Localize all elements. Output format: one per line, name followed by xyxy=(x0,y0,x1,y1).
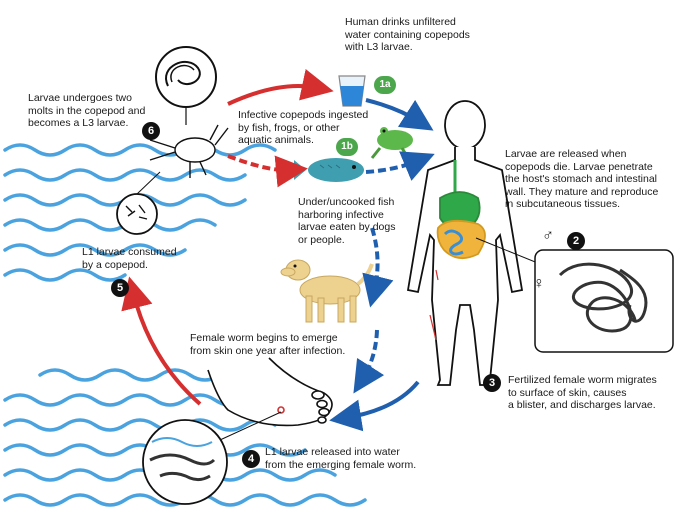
step-4-badge: 4 xyxy=(242,450,260,468)
frog-icon xyxy=(370,127,413,159)
dog-icon xyxy=(280,259,374,323)
foot-icon xyxy=(207,357,333,427)
step-6-badge: 6 xyxy=(142,122,160,140)
l1-larvae-magnifier-icon xyxy=(116,171,161,235)
step-1a-badge: 1a xyxy=(374,76,396,94)
l1-larvae-water-magnifier-icon xyxy=(142,411,282,505)
copepod-magnifier-icon xyxy=(155,46,217,125)
cycle-arrows xyxy=(121,69,435,432)
female-symbol: ♀ xyxy=(533,275,545,292)
adult-worms-box xyxy=(475,237,674,353)
human-body-icon xyxy=(406,100,524,386)
step-5-badge: 5 xyxy=(111,279,129,297)
water-waves xyxy=(3,143,367,507)
copepod-icon xyxy=(149,124,229,178)
male-symbol: ♂ xyxy=(542,227,554,244)
fish-icon xyxy=(294,158,364,182)
water-glass-icon xyxy=(338,75,366,107)
step-2-badge: 2 xyxy=(567,232,585,250)
step-1b-badge: 1b xyxy=(336,138,358,156)
step-3-badge: 3 xyxy=(483,374,501,392)
